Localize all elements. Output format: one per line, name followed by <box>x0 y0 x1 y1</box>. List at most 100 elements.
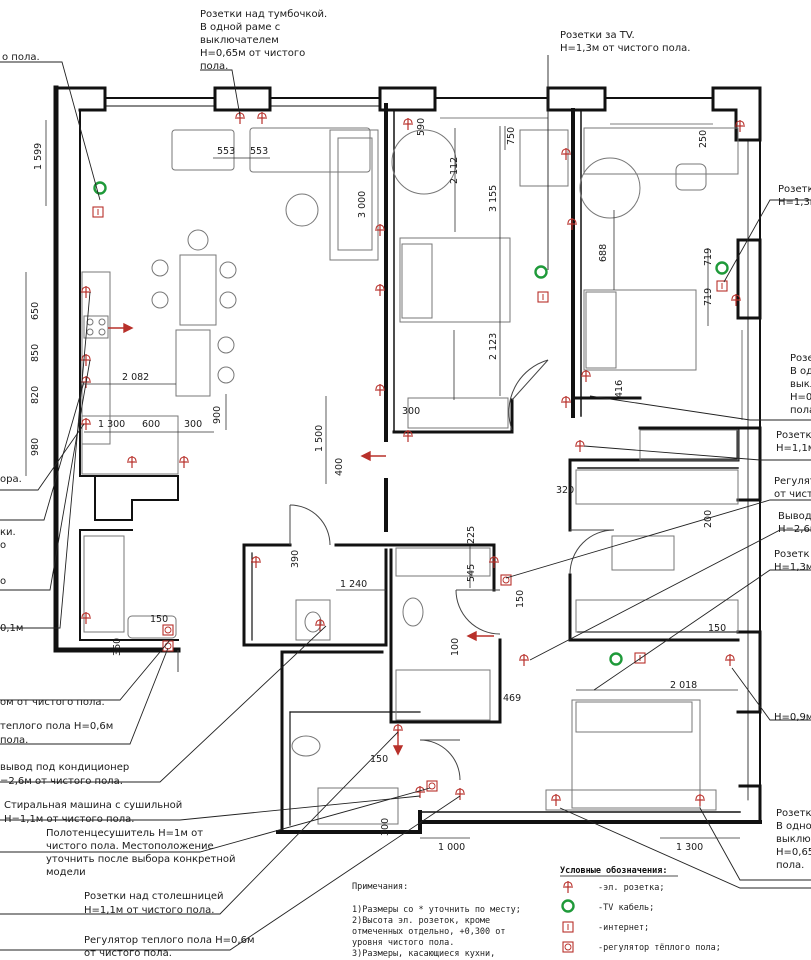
callout-washer: Стиральная машина с сушильной H=1,1м от … <box>4 800 182 825</box>
callout-right-outlets: Розетк H=1,3м <box>774 549 811 573</box>
callout-bottom-regulator: Регулятор теплого пола H=0,6м от чистого… <box>84 935 255 959</box>
callout-right-bottom: Розетки В одно выклю H=0,65 пола. <box>776 808 811 871</box>
outlet-icon <box>374 283 386 297</box>
outlet-icon <box>724 653 736 667</box>
svg-text:Розетки над столешницей: Розетки над столешницей <box>84 891 224 902</box>
dim-200: 200 <box>703 510 714 528</box>
svg-text:H=1,3м: H=1,3м <box>774 562 811 573</box>
dim-1000: 1 000 <box>438 842 465 853</box>
svg-text:выклю: выклю <box>776 834 811 845</box>
internet-icon <box>92 206 104 218</box>
callout-left-fragment-5: ом от чистого пола. <box>0 697 105 708</box>
dim-150a: 150 <box>150 614 168 625</box>
dim-545: 545 <box>466 564 477 582</box>
dim-590: 590 <box>416 118 427 136</box>
svg-text:H=1,1м от чистого пола.: H=1,1м от чистого пола. <box>4 814 134 825</box>
callouts: Розетки над тумбочкой. В одной раме с вы… <box>0 9 811 959</box>
dim-150c: 150 <box>708 623 726 634</box>
outlet-icon <box>560 147 572 161</box>
dim-553a: 553 <box>217 146 235 157</box>
dimension-lines <box>25 120 740 839</box>
svg-text:вывод под кондиционер: вывод под кондиционер <box>0 762 129 773</box>
svg-text:3)Размеры, касающиеся кухни,: 3)Размеры, касающиеся кухни, <box>352 949 495 959</box>
svg-text:модели: модели <box>46 867 86 878</box>
outlet-icon <box>560 395 572 409</box>
floor-heating-regulator-icon <box>426 780 438 792</box>
dim-390: 390 <box>290 550 301 568</box>
dim-688: 688 <box>598 244 609 262</box>
legend-title: Условные обозначения: <box>560 865 667 876</box>
outlet-icon <box>374 383 386 397</box>
svg-text:Розетки: Розетки <box>776 808 811 819</box>
callout-left-fragment-2: ки. о <box>0 527 16 551</box>
outlet-icon <box>694 793 706 807</box>
outlet-icon <box>80 611 92 625</box>
svg-text:пола.: пола. <box>0 735 28 746</box>
internet-icon <box>562 921 574 933</box>
svg-text:H=2,6м: H=2,6м <box>778 524 811 535</box>
dim-360: 360 <box>112 638 123 656</box>
dim-3000: 3 000 <box>357 191 368 218</box>
svg-text:H=0,65: H=0,65 <box>776 847 811 858</box>
callout-floor-fragment: о пола. <box>2 52 40 63</box>
callout-left-fragment-1: ора. <box>0 474 22 485</box>
svg-text:В одн: В одн <box>790 366 811 377</box>
internet-icon <box>537 291 549 303</box>
svg-text:Полотенцесушитель H=1м от: Полотенцесушитель H=1м от <box>46 828 203 839</box>
svg-text:о: о <box>0 540 6 551</box>
dim-650: 650 <box>30 302 41 320</box>
callout-right-h09: H=0,9м <box>774 712 811 723</box>
dim-250: 250 <box>698 130 709 148</box>
callout-right-mid-a: Розетк В одн выклю H=0, пола <box>790 353 811 416</box>
dim-750: 750 <box>506 127 517 145</box>
callout-right-output: Вывод H=2,6м <box>778 511 811 535</box>
tv-cable-icon <box>534 265 548 279</box>
legend-tv-label: -TV кабель; <box>598 902 654 913</box>
dim-416: 416 <box>614 380 625 398</box>
dim-150d: 150 <box>370 754 388 765</box>
dim-150b: 150 <box>515 590 526 608</box>
callout-right-top: Розетк H=1,3м <box>778 184 811 208</box>
svg-text:пола: пола <box>790 405 811 416</box>
notes-title: Примечания: <box>352 882 408 892</box>
dim-980: 980 <box>30 438 41 456</box>
callout-left-fragment-4: 0,1м <box>0 623 23 634</box>
dim-820: 820 <box>30 386 41 404</box>
svg-text:Розетки над тумбочкой.: Розетки над тумбочкой. <box>200 9 327 20</box>
dim-2123: 2 123 <box>488 333 499 360</box>
callout-towel-dryer: Полотенцесушитель H=1м от чистого пола. … <box>46 828 236 878</box>
legend-outlet-label: -эл. розетка; <box>598 883 665 893</box>
outlet-icon <box>126 455 138 469</box>
svg-text:Стиральная машина с сушильной: Стиральная машина с сушильной <box>4 800 182 811</box>
tv-cable-icon <box>609 652 623 666</box>
svg-text:H=0,: H=0, <box>790 392 811 403</box>
dimension-labels: 1 599 553 553 3 000 590 750 2 112 3 155 … <box>30 118 726 853</box>
dim-2018: 2 018 <box>670 680 697 691</box>
dim-320: 320 <box>556 485 574 496</box>
outlet-icon <box>580 369 592 383</box>
dim-225: 225 <box>466 526 477 544</box>
callout-right-mid-b: Розетк H=1,1м <box>776 430 811 454</box>
dim-2112: 2 112 <box>449 157 460 184</box>
svg-text:ки.: ки. <box>0 527 16 538</box>
callout-right-regulator: Регулят от чисто <box>774 476 811 500</box>
outlet-icon <box>402 117 414 131</box>
dim-600: 600 <box>142 419 160 430</box>
dim-469: 469 <box>503 693 521 704</box>
dim-1500: 1 500 <box>314 425 325 452</box>
svg-text:теплого пола H=0,6м: теплого пола H=0,6м <box>0 721 113 732</box>
svg-text:H=1,3м от чистого пола.: H=1,3м от чистого пола. <box>560 43 690 54</box>
svg-text:уровня чистого пола.: уровня чистого пола. <box>352 938 454 948</box>
svg-text:от чисто: от чисто <box>774 489 811 500</box>
dim-300c: 300 <box>380 818 391 836</box>
callout-counter-outlets: Розетки над столешницей H=1,1м от чистог… <box>84 891 224 916</box>
callout-ac-output: вывод под кондиционер =2,6м от чистого п… <box>0 762 129 787</box>
svg-text:Регулятор теплого пола H=0,6м: Регулятор теплого пола H=0,6м <box>84 935 255 946</box>
svg-text:выключателем: выключателем <box>200 35 279 46</box>
svg-text:Вывод: Вывод <box>778 511 811 522</box>
svg-text:1)Размеры со * уточнить по мес: 1)Размеры со * уточнить по месту; <box>352 905 521 915</box>
outlet-icon <box>566 217 578 231</box>
svg-text:H=1,1м от чистого пола.: H=1,1м от чистого пола. <box>84 905 214 916</box>
dim-553b: 553 <box>250 146 268 157</box>
notes-block: Примечания: 1)Размеры со * уточнить по м… <box>352 882 521 959</box>
